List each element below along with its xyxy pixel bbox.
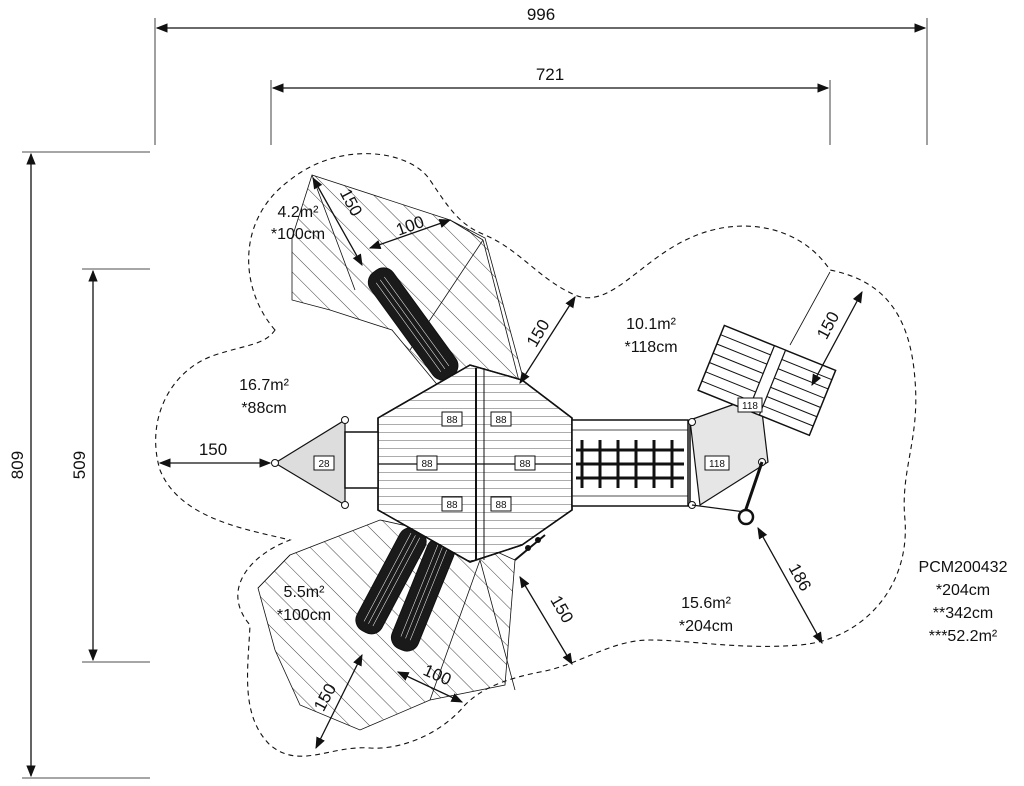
area-label-top-left: 4.2m² *100cm xyxy=(271,204,325,243)
height-tag: 88 xyxy=(416,455,438,471)
svg-text:*118cm: *118cm xyxy=(624,339,677,356)
svg-text:15.6m²: 15.6m² xyxy=(681,595,731,612)
height-tag: 88 xyxy=(441,496,463,512)
product-code: PCM200432 xyxy=(919,559,1008,576)
svg-text:88: 88 xyxy=(446,415,458,426)
area-label-top-right: 10.1m² *118cm xyxy=(624,316,677,356)
svg-text:88: 88 xyxy=(495,500,507,511)
overall-width-label: 996 xyxy=(527,5,555,24)
svg-text:88: 88 xyxy=(421,459,433,470)
bottom-mid-clearance-dimension: 150 xyxy=(519,575,577,666)
inner-height-label: 509 xyxy=(70,451,89,479)
svg-text:*100cm: *100cm xyxy=(277,607,331,624)
left-clearance-label: 150 xyxy=(199,440,227,459)
top-left-slide xyxy=(367,267,459,381)
svg-text:5.5m²: 5.5m² xyxy=(284,584,326,601)
svg-text:28: 28 xyxy=(318,459,330,470)
central-deck xyxy=(377,364,573,563)
svg-text:*88cm: *88cm xyxy=(241,400,286,417)
inner-width-label: 721 xyxy=(536,65,564,84)
overall-width-dimension: 996 xyxy=(154,5,928,145)
svg-text:118: 118 xyxy=(709,459,725,470)
swing-clearance-label: 186 xyxy=(785,560,815,594)
height-tag: 118 xyxy=(737,397,763,413)
left-clearance-dimension: 150 xyxy=(158,440,272,468)
svg-text:*204cm: *204cm xyxy=(679,618,733,635)
height-tag: 88 xyxy=(490,496,512,512)
height-tag: 88 xyxy=(514,455,536,471)
deck-ladder xyxy=(514,534,546,561)
svg-text:16.7m²: 16.7m² xyxy=(239,377,289,394)
height-tag: 118 xyxy=(704,455,730,471)
area-label-left: 16.7m² *88cm xyxy=(239,377,289,417)
svg-text:4.2m²: 4.2m² xyxy=(278,204,320,221)
svg-text:88: 88 xyxy=(446,500,458,511)
top-mid-clearance-label: 150 xyxy=(523,316,554,350)
svg-text:*100cm: *100cm xyxy=(271,226,325,243)
left-triangle-platform xyxy=(271,416,379,509)
area-label-bottom-right: 15.6m² *204cm xyxy=(679,595,733,635)
swing xyxy=(691,461,764,526)
net-bridge xyxy=(571,419,689,507)
swing-clearance-dimension: 186 xyxy=(757,526,823,645)
area-label-bottom-left: 5.5m² *100cm xyxy=(277,584,331,624)
svg-text:88: 88 xyxy=(495,415,507,426)
product-info: PCM200432 *204cm **342cm ***52.2m² xyxy=(919,559,1008,645)
right-clearance-label: 150 xyxy=(813,308,843,342)
height-tag: 28 xyxy=(313,455,335,471)
inner-width-dimension: 721 xyxy=(270,65,831,145)
top-mid-clearance-dimension: 150 xyxy=(519,296,576,384)
product-total-area: ***52.2m² xyxy=(929,628,998,645)
svg-text:10.1m²: 10.1m² xyxy=(626,316,676,333)
bottom-mid-clearance-label: 150 xyxy=(546,592,577,626)
top-left-slide-hatch-zone xyxy=(291,174,526,396)
svg-text:88: 88 xyxy=(519,459,531,470)
product-height-b: **342cm xyxy=(933,605,993,622)
right-tower xyxy=(688,324,837,509)
svg-text:118: 118 xyxy=(742,401,758,412)
height-tag: 88 xyxy=(490,411,512,427)
bottom-left-slides xyxy=(355,527,455,652)
inner-height-dimension: 509 xyxy=(70,268,150,663)
product-height-a: *204cm xyxy=(936,582,990,599)
overall-height-dimension: 809 xyxy=(8,151,150,779)
height-tag: 88 xyxy=(441,411,463,427)
overall-height-label: 809 xyxy=(8,451,27,479)
